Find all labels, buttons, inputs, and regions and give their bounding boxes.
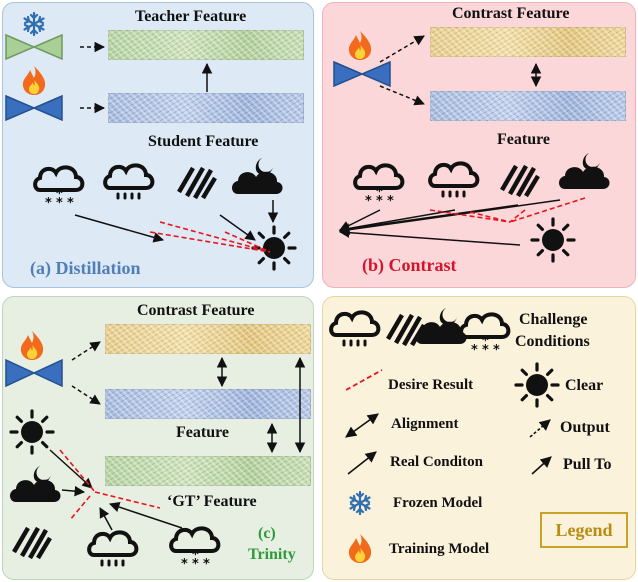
legend-real-icon — [347, 451, 377, 475]
legend-pull-label: Pull To — [563, 456, 612, 473]
trinity-caption-letter: (c) — [258, 525, 276, 542]
feature-bar-c — [105, 389, 311, 419]
contrast-feature-label-c: Contrast Feature — [137, 302, 255, 319]
pull-to-arrows-b — [338, 199, 561, 246]
contrast-caption: (b) Contrast — [362, 255, 457, 275]
teacher-feature-label: Teacher Feature — [135, 8, 247, 25]
student-feature-bar — [108, 93, 304, 123]
legend-challenge-line2: Conditions — [515, 333, 590, 350]
trinity-caption-word: Trinity — [248, 546, 296, 563]
contrast-output-arrow-c — [71, 341, 101, 361]
desire-result-lines-a — [149, 221, 271, 253]
legend-alignment-icon — [345, 413, 379, 438]
legend-desire-icon — [345, 369, 383, 391]
feature-output-arrow-c — [71, 385, 101, 405]
legend-output-label: Output — [560, 419, 610, 436]
real-condition-arrows-c — [49, 449, 183, 531]
feature-output-arrow-b — [379, 85, 425, 106]
contrast-feature-bar-c — [105, 324, 311, 354]
feature-bar-b — [430, 91, 626, 121]
legend-frozen-label: Frozen Model — [393, 495, 483, 511]
gt-feature-bar — [105, 456, 311, 486]
contrast-model-icon — [333, 60, 391, 88]
legend-training-label: Training Model — [389, 541, 490, 557]
desire-result-lines-b — [429, 197, 586, 223]
legend-real-label: Real Conditon — [390, 454, 483, 470]
distillation-caption: (a) Distillation — [30, 258, 141, 278]
feature-label-c: Feature — [176, 424, 230, 441]
real-condition-arrows-a — [74, 200, 279, 243]
student-feature-label: Student Feature — [148, 133, 259, 150]
teacher-model-icon — [5, 33, 63, 61]
teacher-feature-bar — [108, 30, 304, 60]
trinity-model-icon — [5, 358, 63, 388]
legend-output-icon — [529, 419, 551, 438]
feature-label-b: Feature — [497, 131, 551, 148]
legend-alignment-label: Alignment — [391, 416, 459, 432]
gt-feature-label: ‘GT’ Feature — [167, 493, 257, 510]
legend-clear-label: Clear — [565, 377, 604, 394]
contrast-feature-bar-b — [430, 27, 626, 57]
student-model-icon — [5, 94, 63, 122]
contrast-feature-label-b: Contrast Feature — [452, 5, 570, 22]
legend-challenge-line1: Challenge — [519, 311, 588, 328]
contrast-output-arrow — [379, 35, 425, 63]
legend-desire-label: Desire Result — [388, 377, 474, 393]
legend-pull-icon — [531, 456, 552, 475]
desire-result-lines-c — [59, 449, 161, 521]
legend-title-box: Legend — [540, 512, 628, 548]
